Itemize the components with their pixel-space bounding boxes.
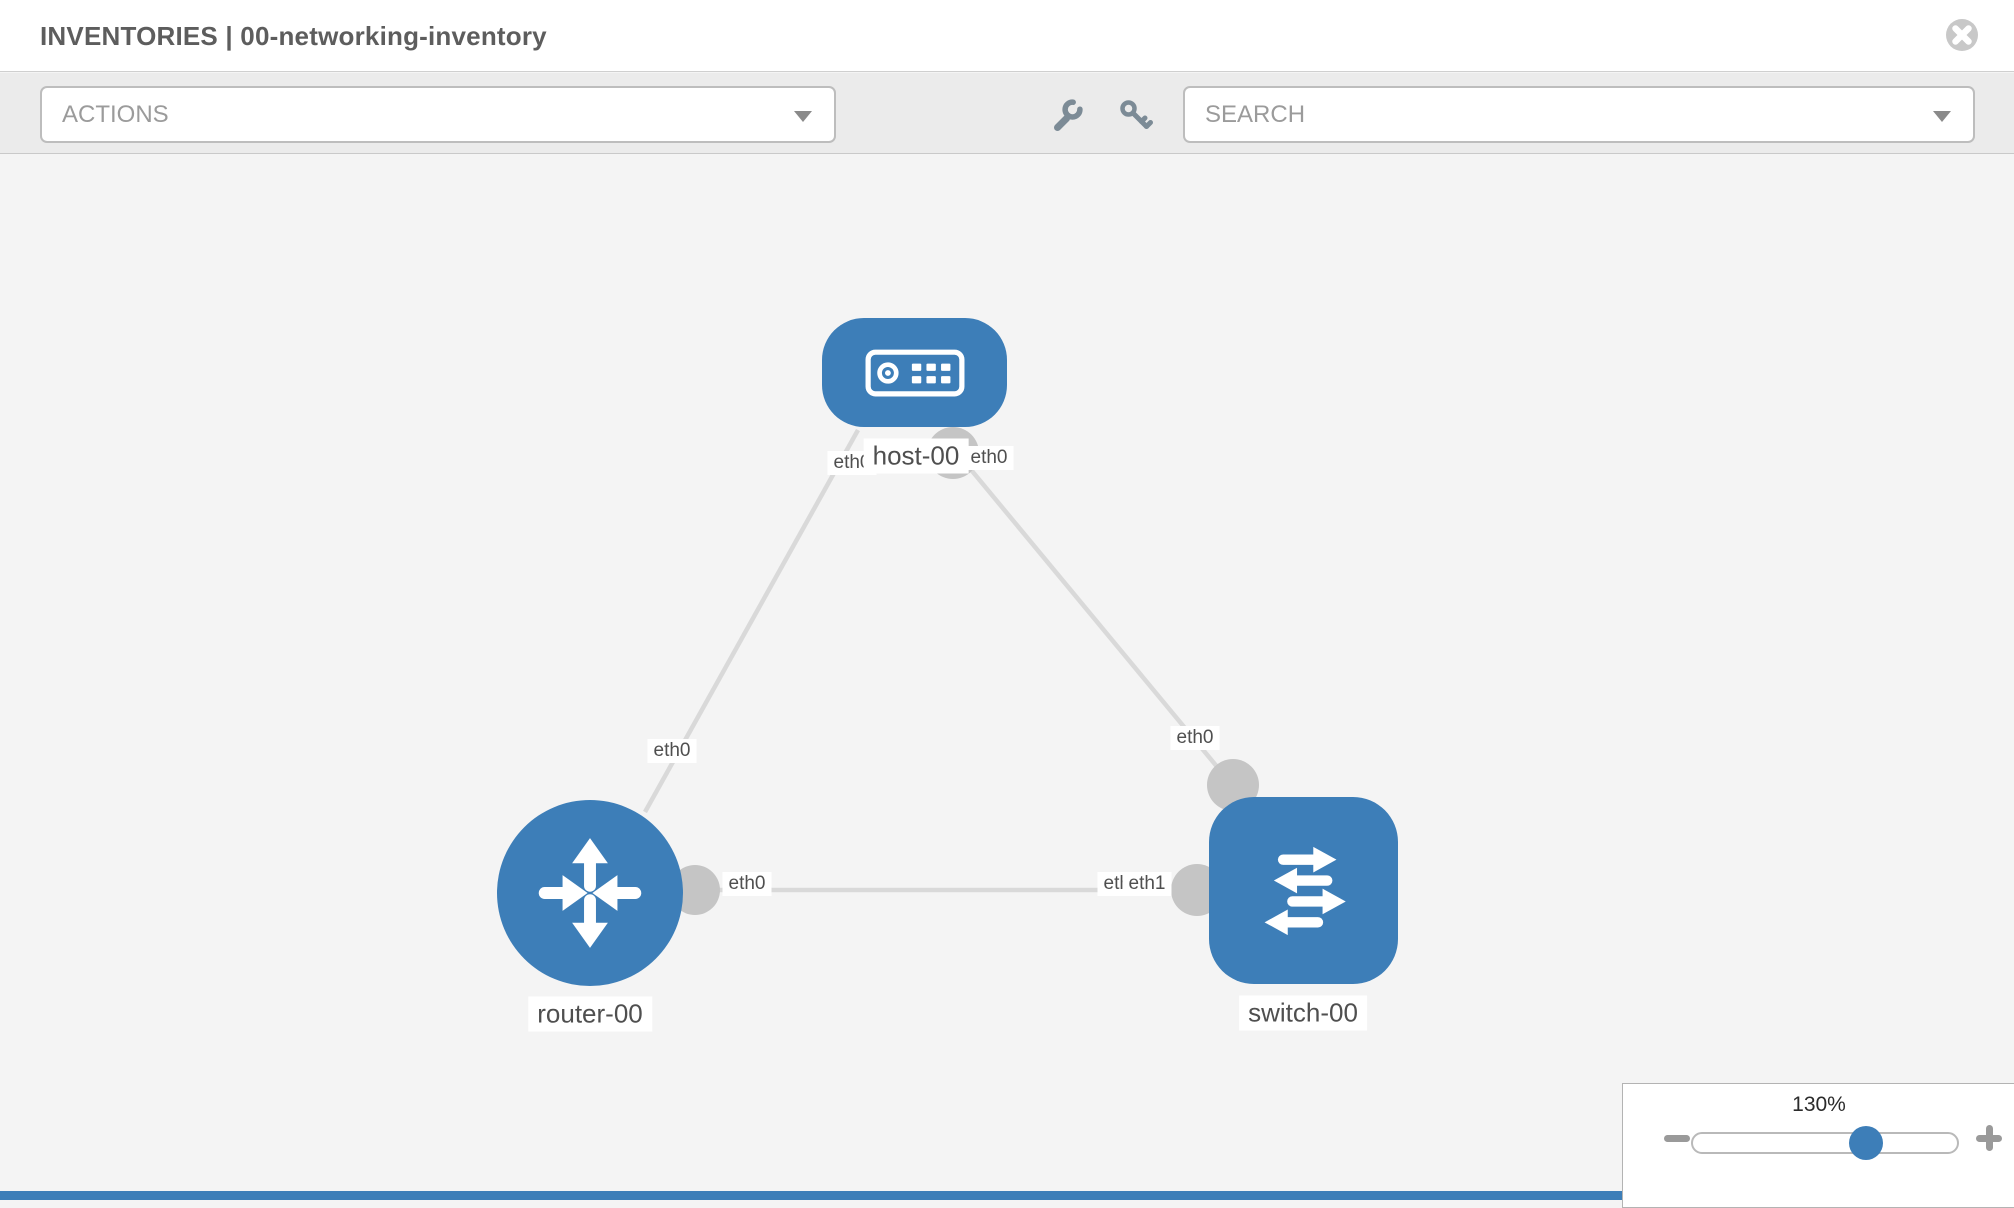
chevron-down-icon — [1933, 110, 1951, 122]
close-button[interactable] — [1944, 17, 1980, 53]
router-icon — [538, 838, 642, 948]
interface-label-switch-top: eth0 — [1170, 726, 1220, 750]
switch-icon — [1264, 846, 1346, 935]
zoom-percent-label: 130% — [1792, 1093, 1846, 1116]
node-label-router: router-00 — [528, 996, 652, 1032]
zoom-in-button[interactable] — [1976, 1125, 2002, 1151]
credentials-button[interactable] — [1118, 97, 1154, 133]
host-icon — [865, 349, 964, 396]
chevron-down-icon — [794, 110, 812, 122]
configure-button[interactable] — [1049, 97, 1085, 133]
key-icon — [1120, 100, 1153, 129]
zoom-slider-track[interactable] — [1691, 1126, 1959, 1160]
node-host-00[interactable] — [822, 318, 1007, 427]
panel-header: INVENTORIES | 00-networking-inventory — [0, 0, 2014, 72]
interface-label-host-right: eth0 — [964, 446, 1014, 470]
node-label-host: host-00 — [863, 438, 969, 474]
actions-dropdown[interactable]: ACTIONS — [40, 86, 836, 143]
toolbar: ACTIONS SEARCH — [0, 73, 2014, 154]
interface-label-switch-left-eth1: eth1 — [1122, 872, 1172, 896]
page-title: INVENTORIES | 00-networking-inventory — [40, 20, 547, 51]
zoom-slider-handle[interactable] — [1849, 1126, 1883, 1160]
search-dropdown[interactable]: SEARCH — [1183, 86, 1975, 143]
actions-dropdown-label: ACTIONS — [62, 100, 169, 128]
zoom-control-panel: 130% — [1622, 1083, 2014, 1208]
node-switch-00[interactable] — [1209, 797, 1398, 984]
wrench-icon — [1054, 99, 1083, 131]
bottom-accent-bar — [0, 1191, 1622, 1200]
interface-label-router-right: eth0 — [722, 872, 772, 896]
node-label-switch: switch-00 — [1239, 995, 1367, 1031]
zoom-out-button[interactable] — [1664, 1135, 1690, 1142]
search-dropdown-label: SEARCH — [1205, 100, 1306, 128]
interface-label-router-top: eth0 — [647, 739, 697, 763]
node-router-00[interactable] — [497, 800, 683, 986]
